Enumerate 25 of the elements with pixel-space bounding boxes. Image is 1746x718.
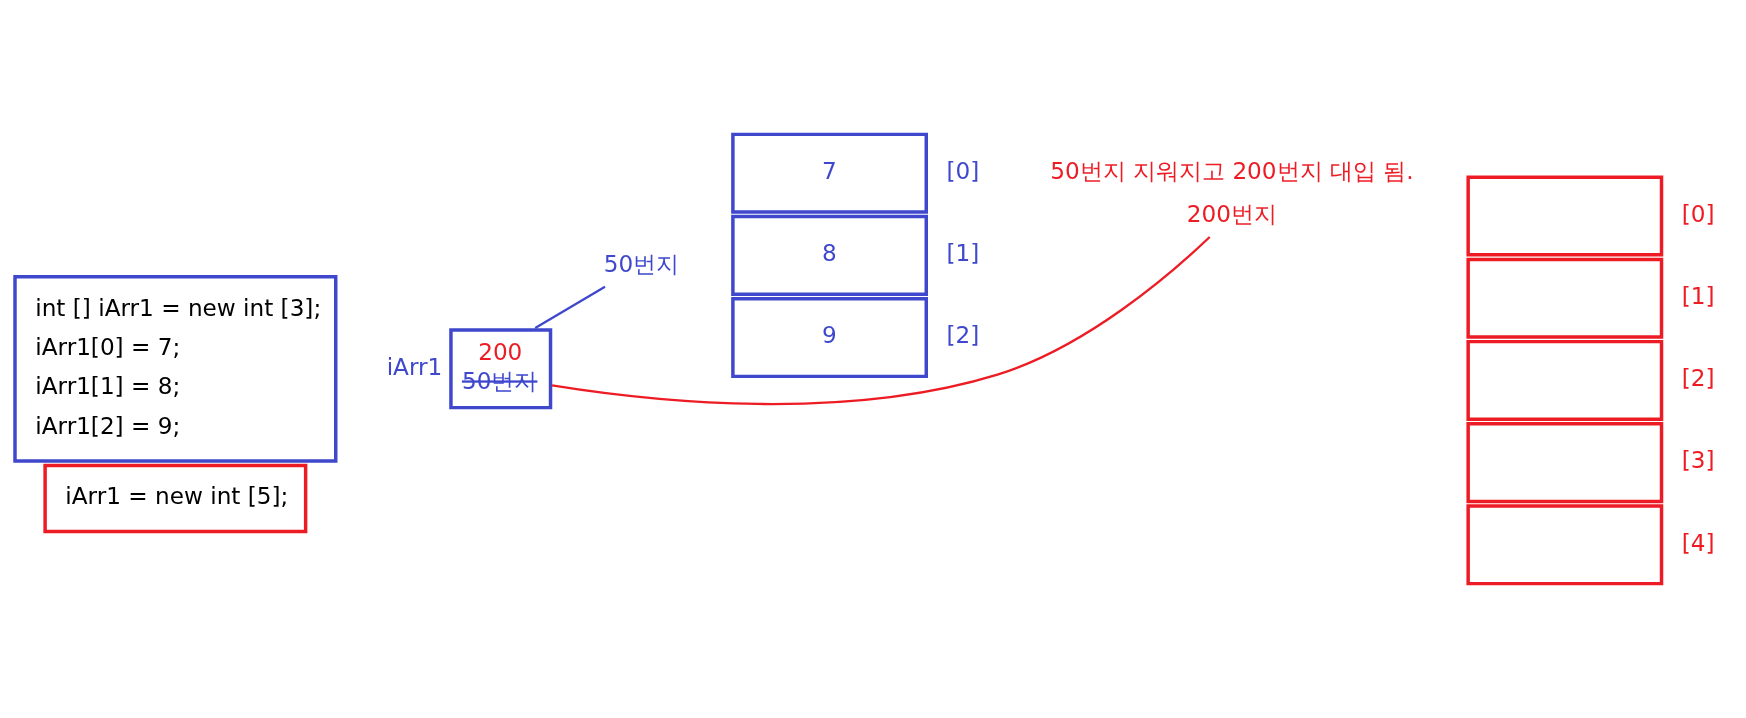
node-box: 9: [731, 297, 928, 379]
node-label: [1]: [1681, 283, 1715, 309]
node-label: [4]: [1681, 529, 1715, 556]
node-label: [2]: [1681, 365, 1715, 392]
node-box: iArr1 = new int [5];: [43, 463, 308, 534]
node-label: [0]: [1681, 200, 1715, 227]
node-box: [1466, 257, 1664, 339]
node-box: 7: [731, 132, 928, 214]
node-box: [1466, 422, 1664, 504]
node-label: [3]: [1681, 447, 1715, 474]
node-box: 200 50번지: [449, 328, 553, 410]
node-label: [2]: [946, 322, 980, 349]
node-label: iArr1: [386, 353, 443, 380]
label: 50번지 지워지고 200번지 대입 됨.: [1050, 157, 1414, 184]
node-box: int [] iArr1 = new int [3]; iArr1[0] = 7; iArr1[1] = 8; iArr1[2] = 9;: [13, 275, 338, 463]
node-text: 200번지: [1186, 200, 1278, 227]
node-text: 50번지: [603, 250, 680, 277]
node-label: [0]: [946, 157, 980, 184]
node-label: [1]: [946, 240, 980, 267]
connector: [551, 236, 1211, 406]
node-box: [1466, 504, 1664, 586]
connector: [534, 285, 606, 330]
node-box: 8: [731, 214, 928, 296]
node-box: [1466, 339, 1664, 421]
node-box: [1466, 175, 1664, 257]
